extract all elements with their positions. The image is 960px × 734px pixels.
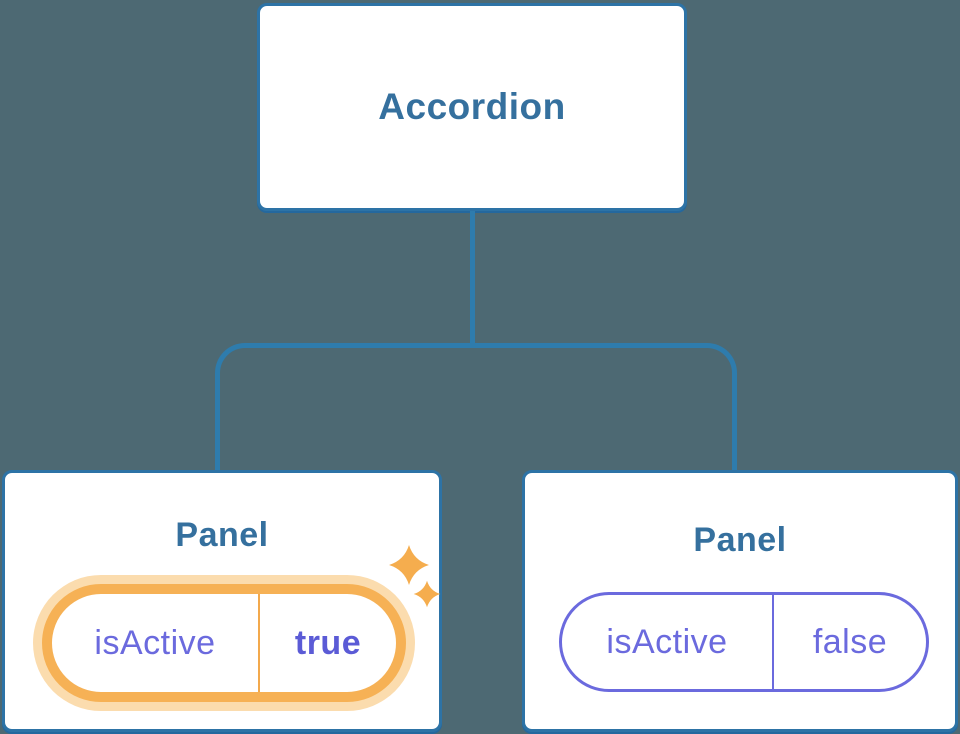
connector-bracket [215,343,737,470]
accordion-label: Accordion [378,86,566,127]
connector-vertical-line [470,211,475,347]
accordion-node: Accordion [257,3,687,211]
sparkle-icon [389,545,429,585]
panel-label: Panel [693,521,787,559]
panel-node-inactive: Panel isActive false [522,470,958,732]
state-value: false [812,622,888,661]
sparkle-icon [413,580,441,608]
panel-label: Panel [175,516,269,554]
state-value: true [294,623,362,662]
state-name: isActive [52,594,260,692]
panel-node-active: Panel isActive true [2,470,442,732]
state-name: isActive [562,595,774,689]
state-pill-inactive: isActive false [559,592,929,692]
state-pill-active: isActive true [42,584,406,702]
